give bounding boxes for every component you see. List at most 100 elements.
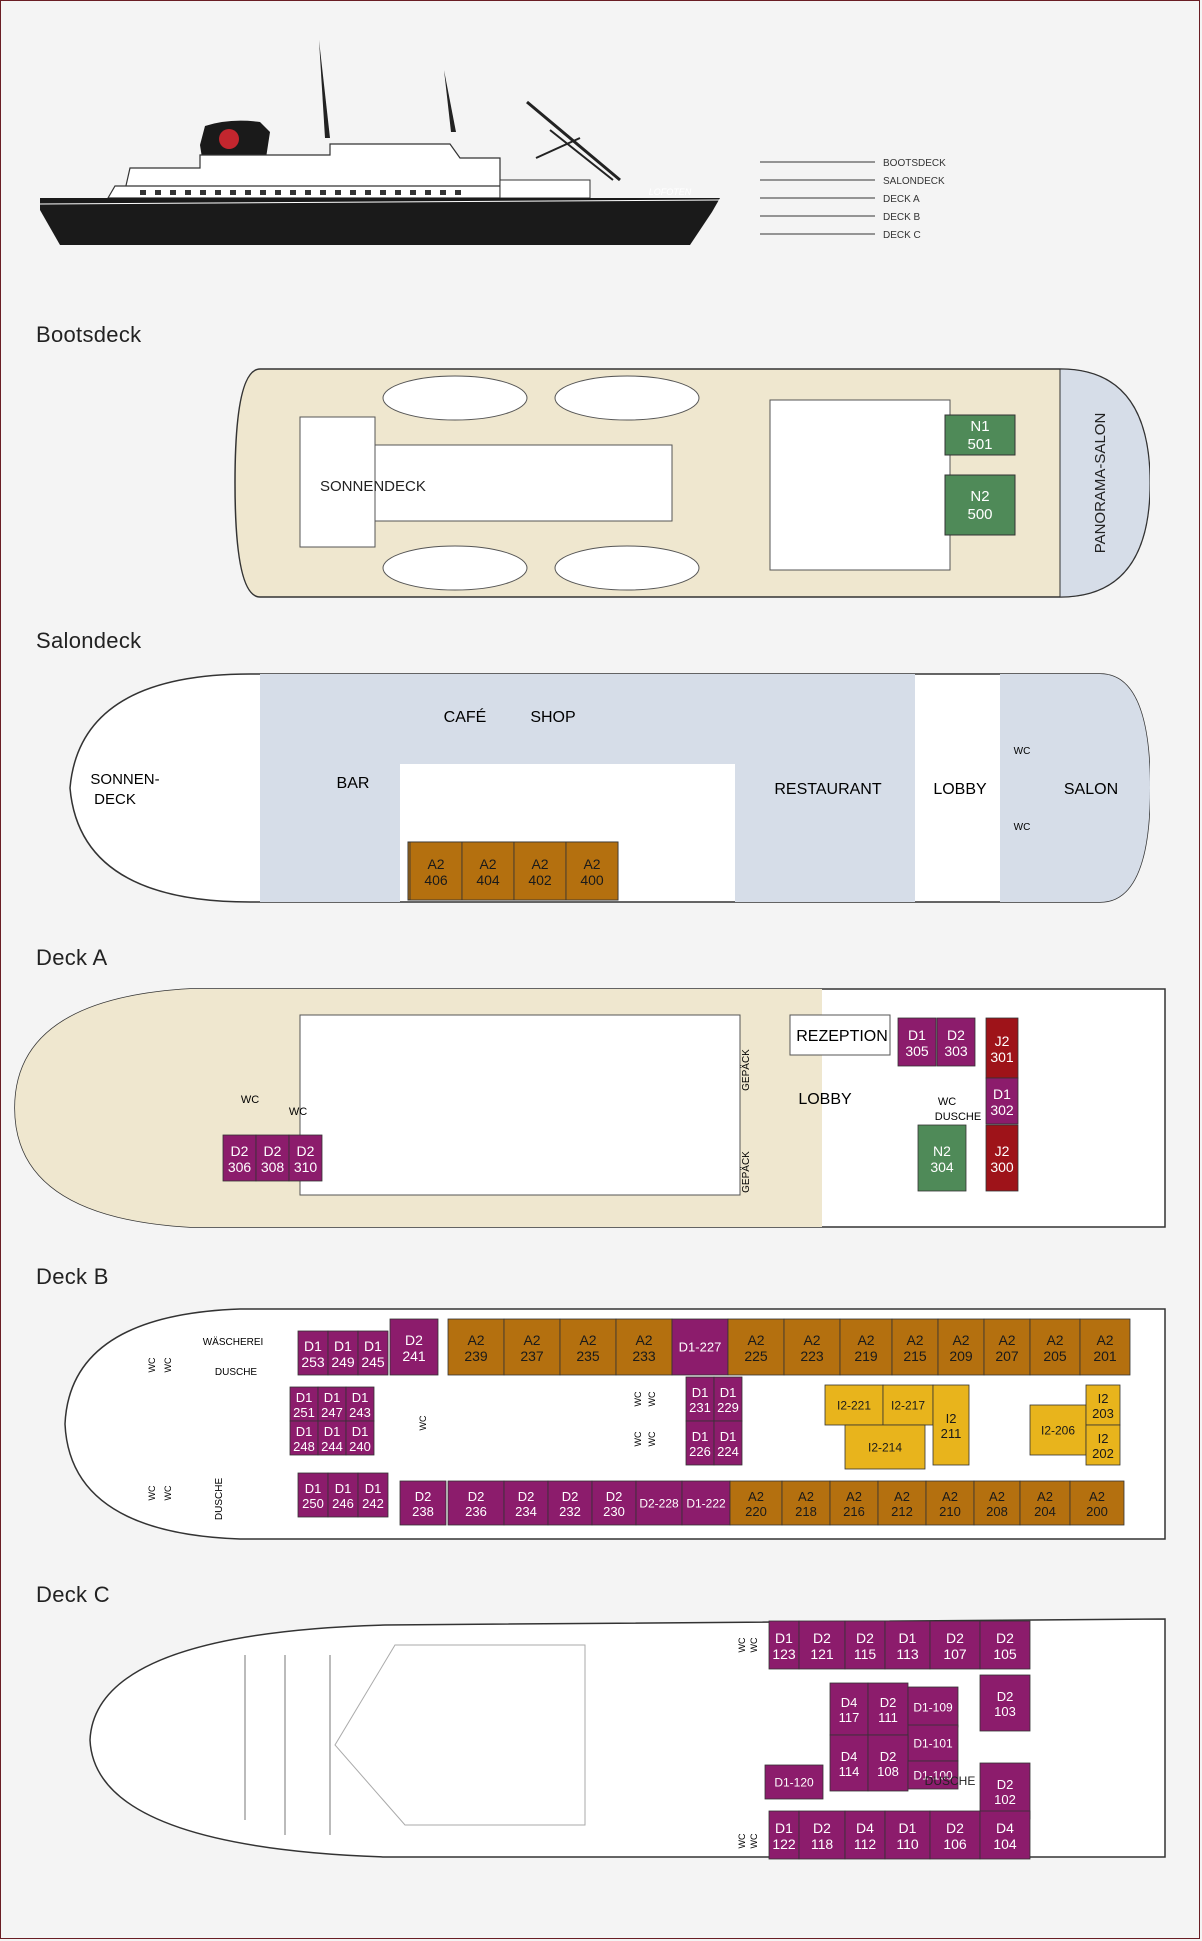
cabin[interactable]: I2-221 [824, 1384, 884, 1426]
wc-label: WC [163, 1357, 173, 1372]
cabin[interactable]: D1-120 [764, 1764, 824, 1800]
cabin-category: D1 [365, 1481, 382, 1496]
porthole [320, 190, 326, 195]
porthole [200, 190, 206, 195]
cabin-number: 310 [294, 1159, 318, 1175]
cabin[interactable]: D1-101 [907, 1724, 959, 1762]
cabin-category: D1 [899, 1630, 917, 1646]
cabin-number: 225 [744, 1348, 768, 1364]
cabin[interactable]: D1-222 [681, 1480, 731, 1526]
cabin[interactable]: I2-206 [1029, 1404, 1087, 1456]
cabin[interactable]: I2-214 [844, 1424, 926, 1470]
area-wc-a2: WC [289, 1106, 307, 1118]
cabin-category: D2 [518, 1489, 535, 1504]
cabin[interactable]: D1-227 [671, 1318, 729, 1376]
cabin[interactable]: D1-100 [907, 1760, 959, 1790]
cabin-number: 103 [994, 1704, 1016, 1719]
porthole [440, 190, 446, 195]
cabin[interactable]: D1-109 [907, 1686, 959, 1728]
cabin-category: D1 [692, 1385, 709, 1400]
cabin[interactable]: D2-228 [635, 1480, 683, 1526]
cabin[interactable]: I2-217 [882, 1384, 934, 1426]
cabin-number: 239 [464, 1348, 488, 1364]
